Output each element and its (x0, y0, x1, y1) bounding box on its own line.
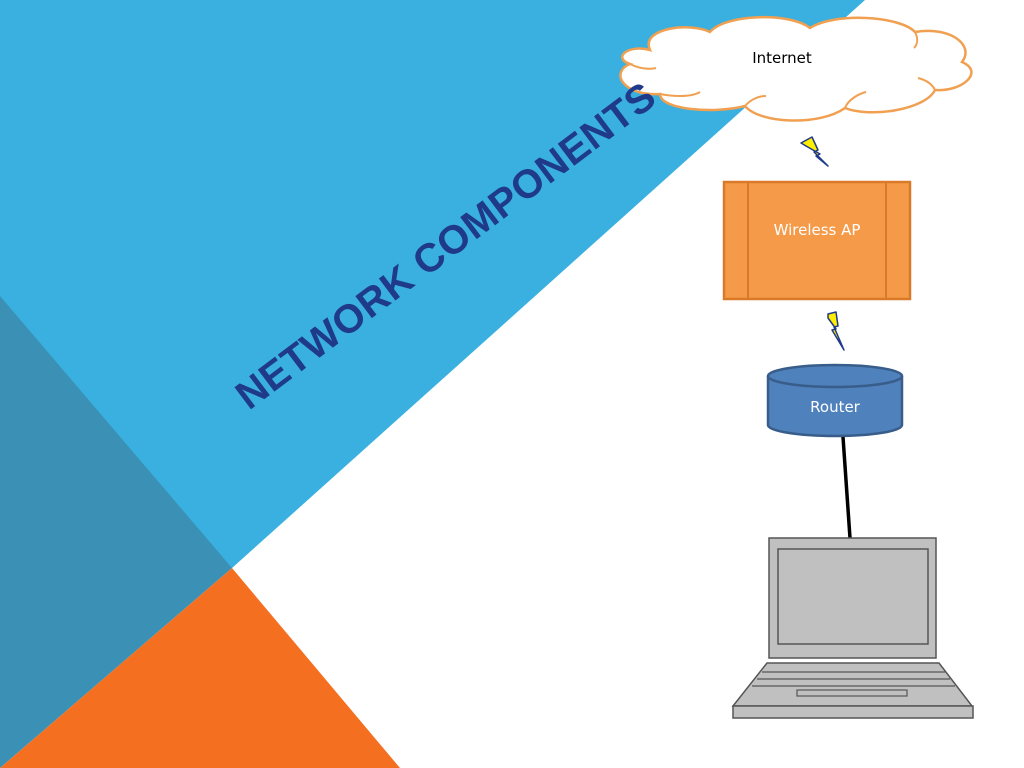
laptop-icon (731, 537, 974, 719)
router-label: Router (810, 398, 860, 416)
wireless-ap-label: Wireless AP (773, 221, 861, 239)
internet-cloud (619, 15, 973, 122)
wired-connection (841, 436, 852, 539)
lightning-bolt-icon (800, 136, 829, 167)
lightning-bolt-icon (827, 311, 845, 351)
blue-triangle (0, 0, 865, 568)
internet-label: Internet (752, 49, 812, 67)
orange-triangle (0, 568, 400, 768)
wireless-ap-box (722, 180, 912, 301)
router-cylinder (766, 363, 904, 438)
teal-triangle (0, 296, 232, 768)
